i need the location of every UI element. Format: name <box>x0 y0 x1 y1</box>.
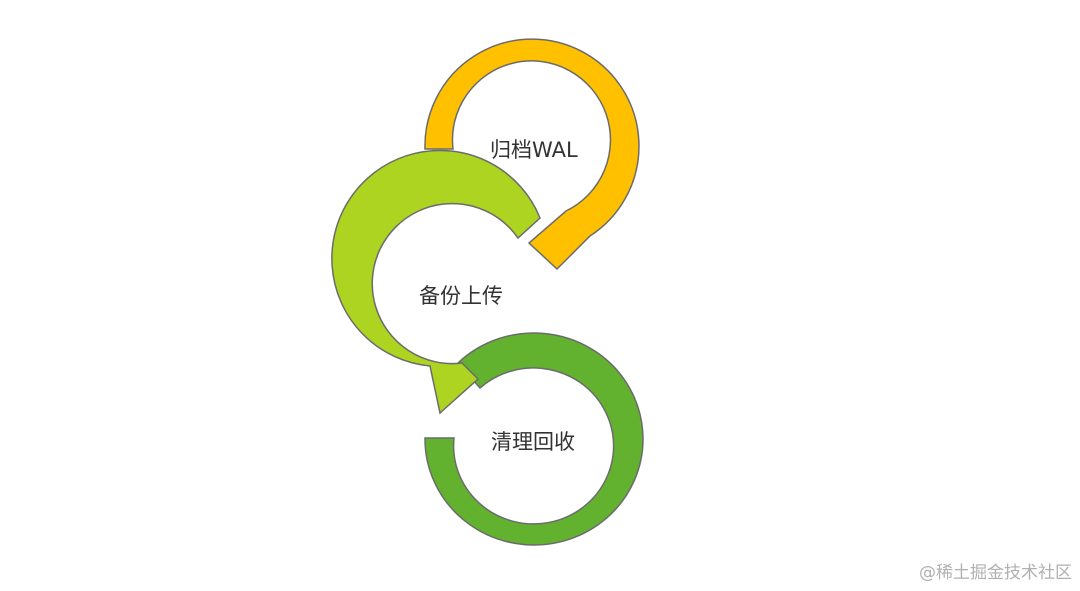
step-label-clean-recycle: 清理回收 <box>491 430 575 454</box>
step-label-backup-upload: 备份上传 <box>419 284 503 308</box>
arrow-archive-wal <box>424 38 640 271</box>
arrow-backup-upload <box>331 149 541 415</box>
step-label-archive-wal: 归档WAL <box>490 138 578 162</box>
watermark: @稀土掘金技术社区 <box>919 563 1072 583</box>
arrow-clean-recycle <box>424 332 644 546</box>
